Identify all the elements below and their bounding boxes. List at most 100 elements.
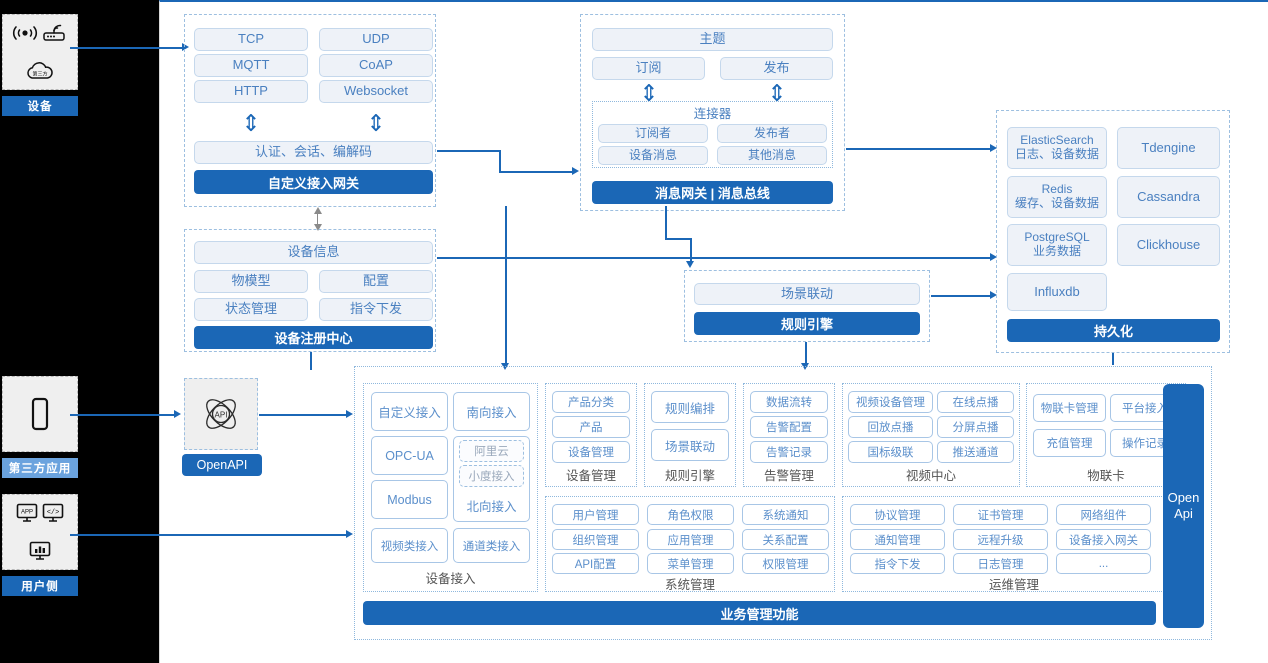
signal-wave-icon [12, 22, 38, 44]
device-access-channel[interactable]: 通道类接入 [453, 528, 530, 563]
topic-box[interactable]: 主题 [592, 28, 833, 51]
sm-menu-management[interactable]: 菜单管理 [647, 553, 734, 574]
am-alarm-config[interactable]: 告警配置 [750, 416, 828, 438]
business-management-group [354, 366, 1212, 640]
double-arrow-icon-publish: ⇕ [767, 79, 787, 106]
connector-device-to-gateway [70, 47, 182, 49]
om-command-dispatch[interactable]: 指令下发 [850, 553, 945, 574]
am-alarm-record[interactable]: 告警记录 [750, 441, 828, 463]
connector-other-message[interactable]: 其他消息 [717, 146, 827, 165]
vc-playback[interactable]: 回放点播 [848, 416, 933, 438]
store-elasticsearch[interactable]: ElasticSearch 日志、设备数据 [1007, 127, 1107, 169]
device-access-aliyun[interactable]: 阿里云 [459, 440, 524, 462]
connector-subscriber[interactable]: 订阅者 [598, 124, 708, 143]
device-access-custom[interactable]: 自定义接入 [371, 392, 448, 431]
sm-permission-management[interactable]: 权限管理 [742, 553, 829, 574]
caption-video-center: 视频中心 [905, 468, 956, 483]
ic-recharge-management[interactable]: 充值管理 [1033, 429, 1106, 457]
publish-box[interactable]: 发布 [720, 57, 833, 80]
thing-model-box[interactable]: 物模型 [194, 270, 308, 293]
double-arrow-icon-right: ⇕ [366, 109, 386, 136]
connector-gateway-registry [317, 209, 318, 229]
arrowhead-mg-persistence [990, 143, 997, 152]
re-rule-orchestration[interactable]: 规则编排 [651, 391, 729, 423]
sm-app-management[interactable]: 应用管理 [647, 529, 734, 550]
om-more[interactable]: ... [1056, 553, 1151, 574]
re-scene-linkage[interactable]: 场景联动 [651, 429, 729, 461]
vc-gb-cascade[interactable]: 国标级联 [848, 441, 933, 463]
om-log-management[interactable]: 日志管理 [953, 553, 1048, 574]
dm-device-management[interactable]: 设备管理 [552, 441, 630, 463]
device-access-video[interactable]: 视频类接入 [371, 528, 448, 563]
dm-product[interactable]: 产品 [552, 416, 630, 438]
connector-mg-re-v1 [665, 206, 667, 239]
arrowhead-re-persistence [990, 290, 997, 299]
chart-monitor-icon [3, 540, 77, 562]
rule-engine-group [684, 270, 930, 342]
sm-api-config[interactable]: API配置 [552, 553, 639, 574]
state-management-box[interactable]: 状态管理 [194, 298, 308, 321]
om-device-access-gateway[interactable]: 设备接入网关 [1056, 529, 1151, 550]
arrowhead-ag-mg [572, 166, 579, 175]
om-remote-upgrade[interactable]: 远程升级 [953, 529, 1048, 550]
sm-role-permission[interactable]: 角色权限 [647, 504, 734, 525]
device-info-box[interactable]: 设备信息 [194, 241, 433, 264]
om-protocol-management[interactable]: 协议管理 [850, 504, 945, 525]
protocol-udp[interactable]: UDP [319, 28, 433, 51]
protocol-mqtt[interactable]: MQTT [194, 54, 308, 77]
command-dispatch-box[interactable]: 指令下发 [319, 298, 433, 321]
device-registry-bar[interactable]: 设备注册中心 [194, 326, 433, 349]
openapi-label[interactable]: OpenAPI [182, 454, 262, 476]
store-cassandra[interactable]: Cassandra [1117, 176, 1220, 218]
store-clickhouse[interactable]: Clickhouse [1117, 224, 1220, 266]
device-icon-card: 第三方 [2, 14, 78, 90]
rule-engine-bar[interactable]: 规则引擎 [694, 312, 920, 335]
device-access-opcua[interactable]: OPC-UA [371, 436, 448, 475]
rail-group-device: 第三方 设备 [2, 14, 78, 116]
protocol-websocket[interactable]: Websocket [319, 80, 433, 103]
device-access-southbound[interactable]: 南向接入 [453, 392, 530, 431]
sm-org-management[interactable]: 组织管理 [552, 529, 639, 550]
subscribe-box[interactable]: 订阅 [592, 57, 705, 80]
persistence-bar[interactable]: 持久化 [1007, 319, 1220, 342]
connector-publisher[interactable]: 发布者 [717, 124, 827, 143]
connector-device-message[interactable]: 设备消息 [598, 146, 708, 165]
vc-push-channel[interactable]: 推送通道 [937, 441, 1014, 463]
vc-video-device-management[interactable]: 视频设备管理 [848, 391, 933, 413]
rail-label-thirdparty: 第三方应用 [2, 458, 78, 478]
protocol-http[interactable]: HTTP [194, 80, 308, 103]
rail-label-device: 设备 [2, 96, 78, 116]
store-influxdb[interactable]: Influxdb [1007, 273, 1107, 311]
sm-user-management[interactable]: 用户管理 [552, 504, 639, 525]
scene-linkage-box[interactable]: 场景联动 [694, 283, 920, 305]
vc-split-screen-play[interactable]: 分屏点播 [937, 416, 1014, 438]
arrowhead-thirdparty-openapi [174, 409, 181, 418]
device-access-modbus[interactable]: Modbus [371, 480, 448, 519]
open-api-rail[interactable]: Open Api [1163, 384, 1204, 628]
ic-card-management[interactable]: 物联卡管理 [1033, 394, 1106, 422]
connector-mg-persistence [846, 148, 991, 150]
store-redis[interactable]: Redis 缓存、设备数据 [1007, 176, 1107, 218]
message-gateway-bar[interactable]: 消息网关 | 消息总线 [592, 181, 833, 204]
store-postgresql[interactable]: PostgreSQL 业务数据 [1007, 224, 1107, 266]
vc-online-play[interactable]: 在线点播 [937, 391, 1014, 413]
protocol-tcp[interactable]: TCP [194, 28, 308, 51]
config-box[interactable]: 配置 [319, 270, 433, 293]
am-data-forward[interactable]: 数据流转 [750, 391, 828, 413]
caption-iot-card: 物联卡 [1087, 468, 1125, 483]
sm-relation-config[interactable]: 关系配置 [742, 529, 829, 550]
om-network-component[interactable]: 网络组件 [1056, 504, 1151, 525]
business-function-bar[interactable]: 业务管理功能 [363, 601, 1156, 625]
store-tdengine[interactable]: Tdengine [1117, 127, 1220, 169]
custom-access-gateway-bar[interactable]: 自定义接入网关 [194, 170, 433, 194]
dm-product-category[interactable]: 产品分类 [552, 391, 630, 413]
device-access-xiaodu[interactable]: 小度接入 [459, 465, 524, 487]
sm-system-notification[interactable]: 系统通知 [742, 504, 829, 525]
connector-mg-business [505, 206, 507, 364]
persistence-group [996, 110, 1230, 353]
om-notification-management[interactable]: 通知管理 [850, 529, 945, 550]
auth-session-codec[interactable]: 认证、会话、编解码 [194, 141, 433, 164]
protocol-coap[interactable]: CoAP [319, 54, 433, 77]
om-certificate-management[interactable]: 证书管理 [953, 504, 1048, 525]
store-postgresql-name: PostgreSQL [1024, 230, 1090, 245]
